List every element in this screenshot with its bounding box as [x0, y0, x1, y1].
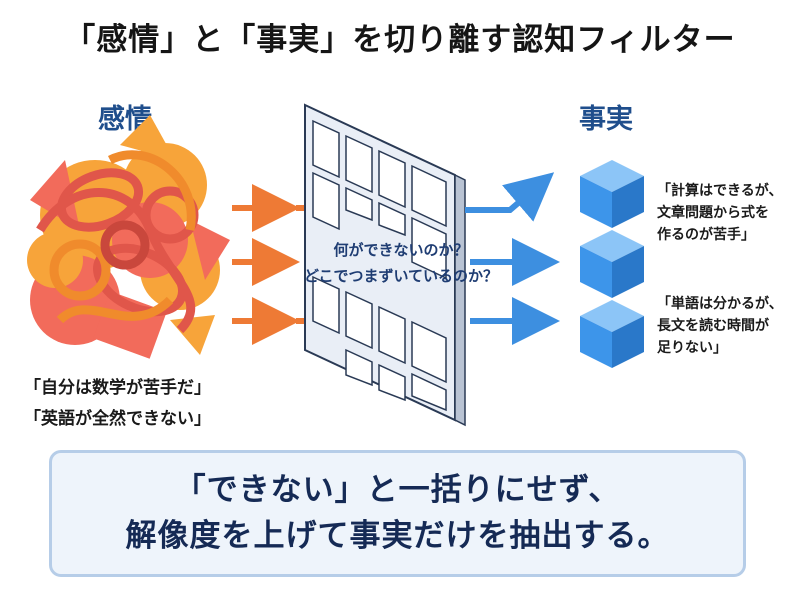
summary-line: 「できない」と一括りにせず、: [174, 472, 621, 508]
fact-line: 長文を読む時間が: [657, 318, 769, 334]
filter-question-line: 何ができないのか？: [333, 241, 469, 259]
fact-cube-bottom: [580, 300, 644, 368]
filter-question: 何ができないのか？ どこでつまずいているのか？: [276, 237, 526, 289]
emotion-tangle-graphic: [27, 115, 230, 359]
emotion-quote: 「自分は数学が苦手だ」: [24, 378, 211, 398]
fact-label: 事実: [579, 104, 633, 135]
fact-item-english: 「単語は分かるが、 長文を読む時間が 足りない」: [657, 293, 783, 359]
fact-line: 文章問題から式を: [657, 205, 769, 221]
fact-line: 作るのが苦手」: [657, 227, 755, 243]
cognitive-filter-grid: [304, 103, 466, 427]
summary-line: 解像度を上げて事実だけを抽出する。: [125, 518, 670, 554]
emotion-quote: 「英語が全然できない」: [24, 409, 211, 429]
fact-item-math: 「計算はできるが、 文章問題から式を 作るのが苦手」: [657, 180, 782, 246]
fact-cube-middle: [580, 230, 644, 298]
emotion-quotes: 「自分は数学が苦手だ」 「英語が全然できない」: [24, 373, 211, 435]
page-title: 「感情」と「事実」を切り離す認知フィルター: [64, 22, 736, 58]
fact-line: 「計算はできるが、: [657, 183, 783, 199]
summary-box: 「できない」と一括りにせず、 解像度を上げて事実だけを抽出する。: [49, 450, 746, 577]
filter-question-line: どこでつまずいているのか？: [303, 267, 499, 285]
fact-arrows: [465, 172, 560, 345]
fact-cubes: [580, 160, 644, 368]
fact-line: 「単語は分かるが、: [657, 296, 783, 312]
fact-cube-top: [580, 160, 644, 228]
fact-line: 足りない」: [657, 340, 727, 356]
